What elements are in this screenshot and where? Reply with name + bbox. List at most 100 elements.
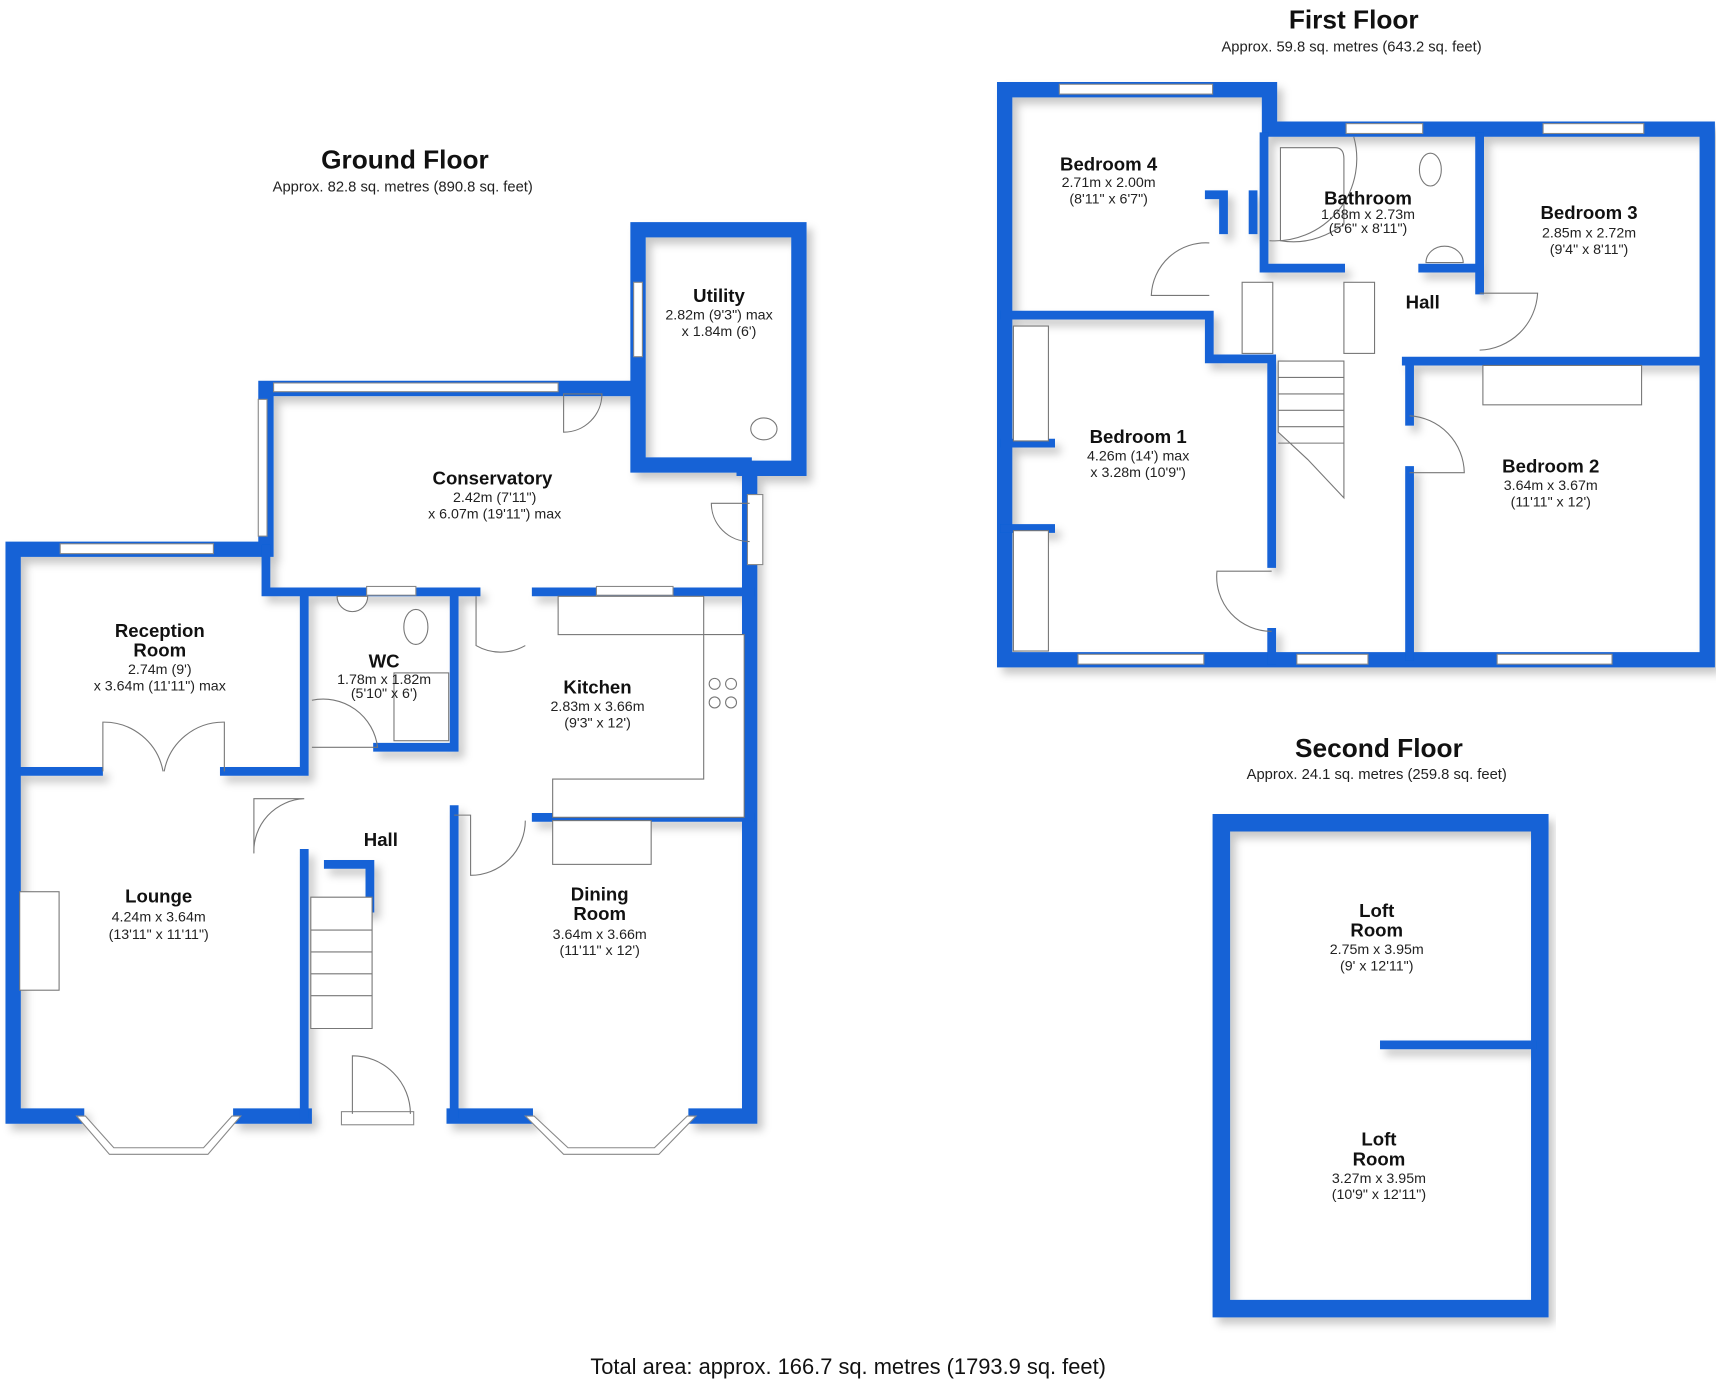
first-floor-stairs [1277,360,1345,500]
bedroom4-name: Bedroom 4 [1060,154,1158,175]
bedroom3-dim-2: (9'4" x 8'11") [1550,242,1629,258]
hob-ring [708,677,721,690]
utility-dim-1: 2.82m (9'3") max [665,307,772,323]
kitchen-door-icon [475,596,526,653]
bath-icon [1279,147,1345,243]
second-floor: Second Floor Approx. 24.1 sq. metres (25… [1212,733,1549,1318]
dining-bay-window [523,1115,698,1155]
conservatory-window [273,382,559,393]
bedroom2-door-icon [1409,415,1465,474]
bathroom-window [1345,123,1424,135]
bathroom-dim-2: (5'6" x 8'11") [1329,221,1408,237]
lounge-door-icon [253,798,305,854]
ground-floor-area: Approx. 82.8 sq. metres (890.8 sq. feet) [273,179,533,195]
bedroom2-dim-1: 3.64m x 3.67m [1504,478,1598,494]
wc-dim-2: (5'10" x 6') [351,686,418,702]
conservatory-name: Conservatory [433,468,554,489]
wc-dim-1: 1.78m x 1.82m [337,672,431,688]
landing-window [1296,653,1369,665]
kitchen-window [595,585,674,596]
kitchen-name: Kitchen [563,677,631,698]
bedroom1-wardrobe [1012,325,1049,442]
landing-cupboard [1241,281,1274,354]
conservatory-dim-1: 2.42m (7'11") [453,490,536,506]
bedroom1-wardrobe [1012,530,1049,652]
kitchen-dim-2: (9'3" x 12') [564,716,631,732]
loft2-name-line-1: Loft [1361,1129,1396,1150]
ground-floor-title: Ground Floor [321,145,489,175]
first-floor-walls [996,82,1715,668]
reception-name-line-1: Reception [115,620,205,641]
dining-sideboard [552,820,652,865]
dining-name-line-2: Room [573,903,626,924]
bedroom4-dim-1: 2.71m x 2.00m [1062,175,1156,191]
landing-cupboard [1343,281,1376,354]
front-door-frame [340,1111,415,1126]
reception-double-door-icon [102,721,225,772]
hob-ring [725,696,738,709]
dining-dim-2: (11'11" x 12') [560,943,640,959]
bathroom-basin-icon [1425,245,1464,264]
kitchen-worktop [557,595,705,636]
utility-name: Utility [693,285,745,306]
bedroom4-door-icon [1150,242,1210,296]
bathroom-name: Bathroom [1324,188,1412,209]
wc-shower [393,672,450,742]
lounge-dim-2: (13'11" x 11'11") [109,927,209,943]
first-floor-title: First Floor [1289,4,1419,34]
reception-window [59,543,214,555]
bathroom-dim-1: 1.68m x 2.73m [1321,207,1415,223]
side-door-icon [710,502,750,543]
utility-toilet-icon [750,417,778,441]
utility-window [633,281,643,358]
lounge-name: Lounge [125,886,192,907]
bedroom3-name: Bedroom 3 [1540,202,1637,223]
conservatory-door-icon [563,393,603,433]
conservatory-dim-2: x 6.07m (19'11") max [428,507,561,523]
bedroom1-dim-2: x 3.28m (10'9") [1090,465,1185,481]
hob-ring [725,677,738,690]
kitchen-dim-1: 2.83m x 3.66m [551,699,645,715]
reception-dim-1: 2.74m (9') [128,662,192,678]
first-hall-name: Hall [1406,292,1440,313]
dining-name-line-1: Dining [571,883,629,904]
hob-ring [708,696,721,709]
bedroom2-wardrobe [1482,364,1643,406]
bedroom3-door-icon [1479,292,1539,351]
conservatory-side-window [257,398,268,537]
lounge-fireplace [19,891,60,991]
ground-hall-name: Hall [364,829,398,850]
wc-basin-icon [336,595,369,613]
ground-stairs [310,896,373,1030]
loft1-dim-2: (9' x 12'11") [1340,959,1413,975]
total-area: Total area: approx. 166.7 sq. metres (17… [590,1354,1106,1379]
loft2-dim-1: 3.27m x 3.95m [1332,1171,1426,1187]
loft1-name-line-1: Loft [1359,900,1394,921]
bedroom1-dim-1: 4.26m (14') max [1087,449,1189,465]
loft1-dim-1: 2.75m x 3.95m [1330,942,1424,958]
dining-dim-1: 3.64m x 3.66m [553,927,647,943]
reception-name-line-2: Room [133,639,186,660]
first-floor-area: Approx. 59.8 sq. metres (643.2 sq. feet) [1221,39,1481,55]
first-floor: First Floor Approx. 59.8 sq. metres (643… [996,4,1715,668]
bedroom2-name: Bedroom 2 [1502,456,1599,477]
bedroom4-window [1058,83,1214,95]
wc-window [366,585,417,596]
bedroom3-dim-1: 2.85m x 2.72m [1542,225,1636,241]
reception-dim-2: x 3.64m (11'11") max [94,678,226,694]
bedroom1-name: Bedroom 1 [1090,426,1187,447]
wc-name: WC [369,650,400,671]
second-floor-walls [1212,814,1549,1318]
bathroom-door-icon [1269,136,1358,242]
second-floor-area: Approx. 24.1 sq. metres (259.8 sq. feet) [1247,767,1507,783]
wc-door-icon [311,698,379,748]
bedroom4-dim-2: (8'11" x 6'7") [1069,192,1148,208]
bedroom2-dim-2: (11'11" x 12') [1511,495,1591,511]
dining-door-icon [454,814,526,876]
lounge-dim-1: 4.24m x 3.64m [112,909,206,925]
kitchen-units [552,634,745,818]
bedroom1-door-icon [1216,570,1272,632]
front-door-icon [351,1055,411,1114]
bathroom-toilet-icon [1418,152,1442,187]
